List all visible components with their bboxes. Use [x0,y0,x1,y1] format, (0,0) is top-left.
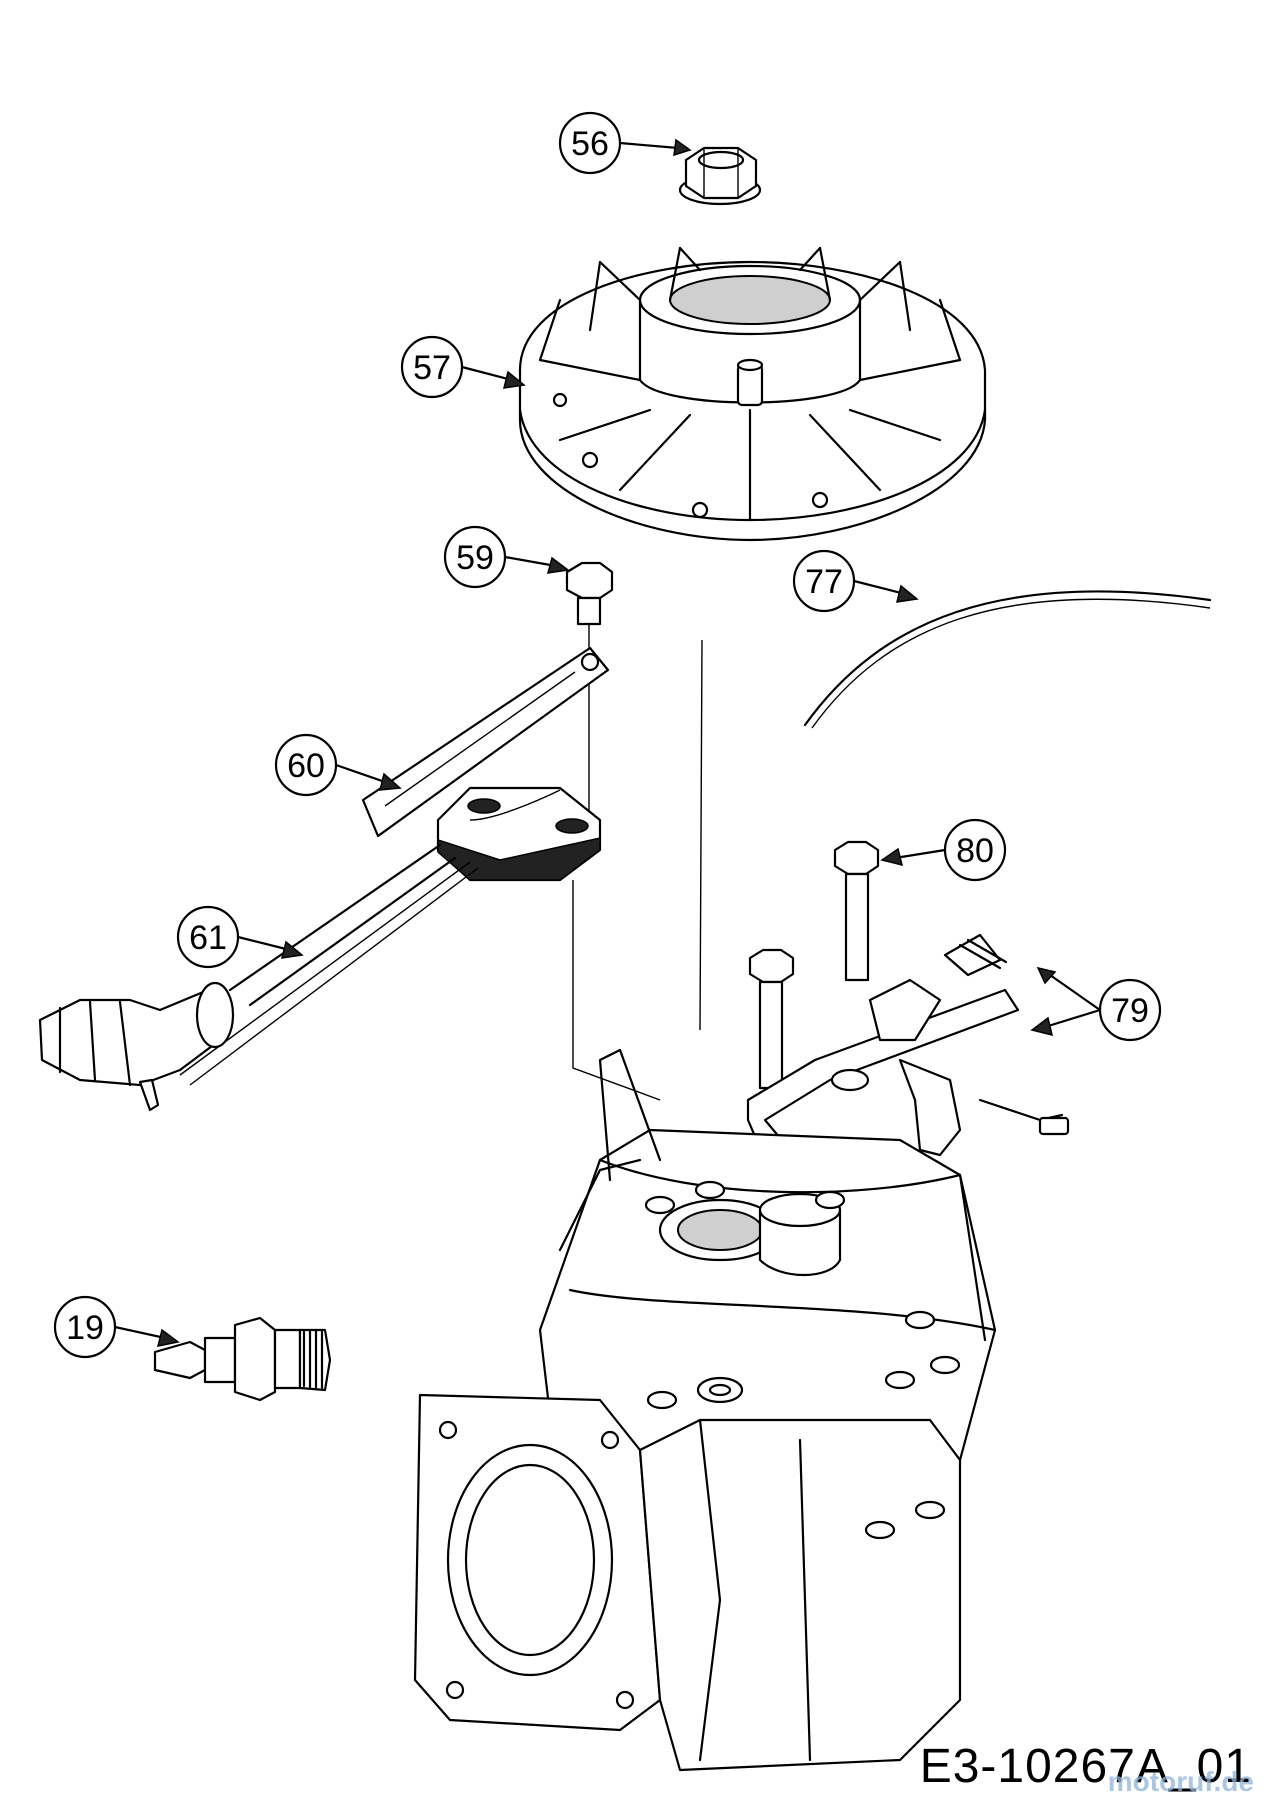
watermark-logo: motoruf.de [1107,1766,1254,1797]
part-61-ignition-coil [38,786,602,1112]
callout-60: 60 [274,733,402,797]
crankcase-block [413,1048,997,1772]
part-56-flange-nut [678,146,762,206]
callout-60-label: 60 [287,747,325,785]
callout-79-label: 79 [1111,992,1149,1030]
callout-57-label: 57 [413,349,451,387]
part-77-wire [803,590,1212,727]
callout-77: 77 [792,549,919,613]
callout-61: 61 [176,905,304,969]
callout-19-label: 19 [66,1309,104,1347]
coil-mount-line [572,880,661,1101]
callout-59: 59 [443,525,570,589]
part-57-flywheel [518,246,987,542]
assembly-axis-line [699,639,703,1031]
callout-80-label: 80 [956,832,994,870]
callout-61-label: 61 [189,919,227,957]
callout-57: 57 [400,335,526,399]
part-79-governor-bracket [746,933,1070,1157]
part-60-air-gap-shim [361,646,610,838]
callout-80: 80 [880,818,1007,882]
callout-59-label: 59 [456,539,494,577]
document-number: E3-10267A_01 [919,1740,1252,1793]
part-80-bolts [748,840,880,1090]
callout-79: 79 [1030,966,1162,1042]
callout-19: 19 [53,1295,180,1359]
callout-56: 56 [558,111,692,175]
callout-77-label: 77 [805,563,843,601]
part-59-bolt [565,561,614,820]
callout-56-label: 56 [571,125,609,163]
part-19-spark-plug [153,1316,332,1402]
